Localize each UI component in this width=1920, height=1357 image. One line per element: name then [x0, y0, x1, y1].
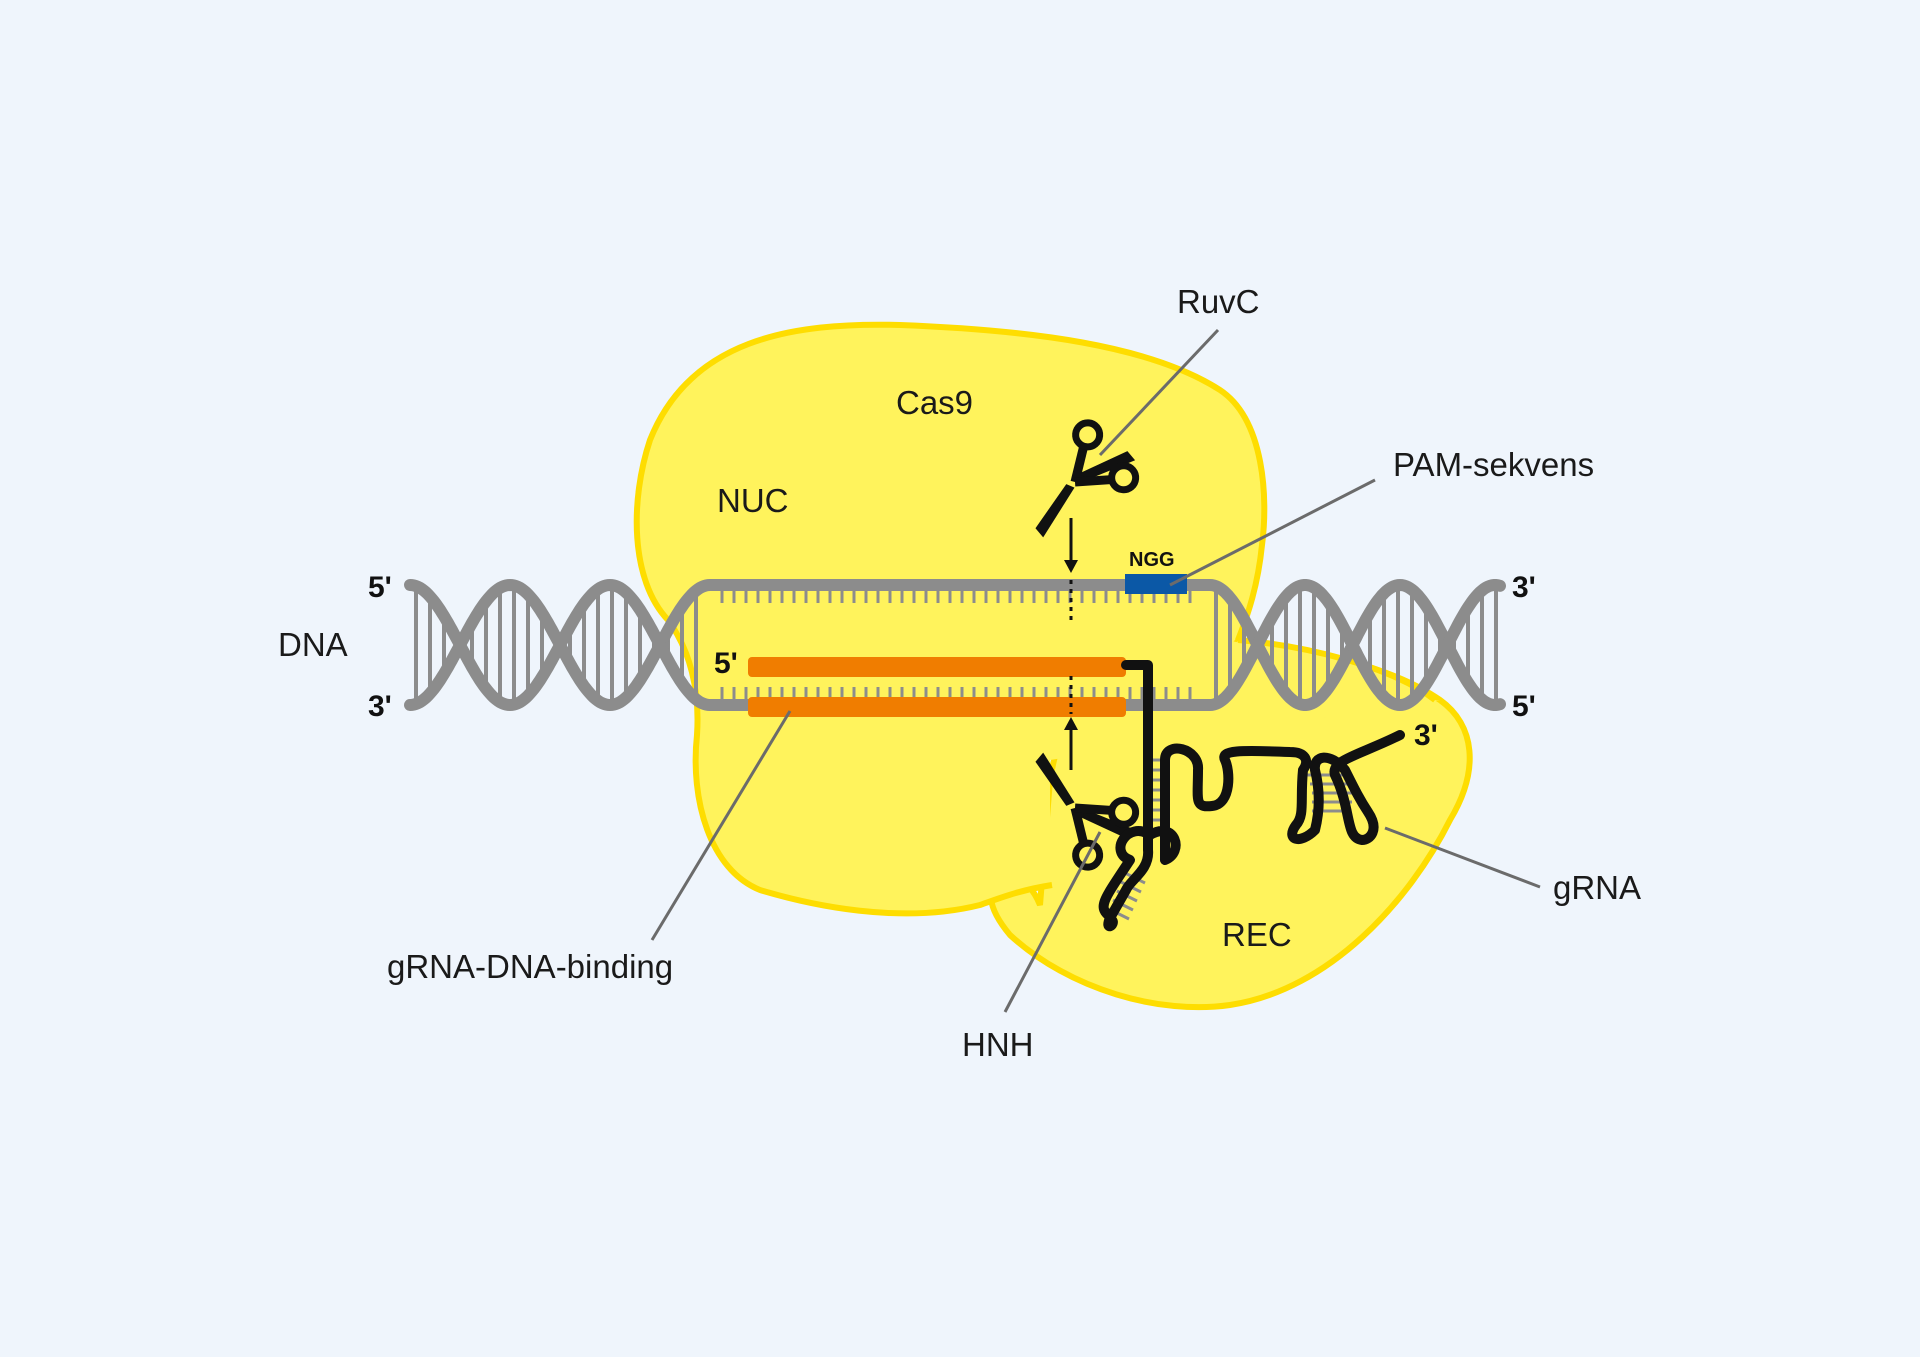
dna-bottom-left-end: 3' — [368, 690, 392, 723]
hnh-label: HNH — [962, 1026, 1034, 1063]
nuc-lobe — [636, 324, 1440, 914]
ruvc-scissors-icon — [1035, 419, 1140, 538]
pam-label: PAM-sekvens — [1393, 446, 1594, 483]
rec-label: REC — [1222, 916, 1292, 953]
hnh-scissors-icon — [1035, 752, 1140, 871]
grna-scaffold — [1098, 660, 1405, 932]
grna-label: gRNA — [1553, 869, 1641, 906]
pam-leader — [1169, 478, 1376, 587]
leader-lines — [650, 328, 1541, 1013]
grna-leader — [1384, 826, 1541, 889]
nuc-lobe-outline — [633, 321, 1268, 917]
ruvc-label: RuvC — [1177, 283, 1260, 320]
dna-strand-right-b — [1204, 579, 1506, 712]
grna-dna-binding-leader — [650, 710, 792, 941]
cas9-label: Cas9 — [896, 384, 973, 421]
labels: Cas9 NUC REC DNA RuvC HNH PAM-sekvens gR… — [278, 283, 1641, 1063]
hnh-arrowhead-icon — [1064, 717, 1078, 730]
grna-dna-binding — [748, 657, 1126, 717]
ruvc-leader — [1098, 328, 1220, 457]
dna-strand-left-b — [404, 578, 716, 712]
hnh-leader — [1003, 831, 1102, 1013]
grna-3-prime-end: 3' — [1414, 719, 1438, 752]
pam-sequence-label: NGG — [1129, 549, 1175, 571]
dna-top-right-end: 3' — [1512, 571, 1536, 604]
target-strand-bar — [748, 697, 1126, 717]
grna-dna-binding-label: gRNA-DNA-binding — [387, 948, 673, 985]
grna-spacer-bar — [748, 657, 1126, 677]
grna-5-prime-end: 5' — [714, 647, 738, 680]
pam-box — [1125, 574, 1187, 594]
cut-markers — [1064, 518, 1078, 770]
grna-backbone — [1098, 660, 1405, 932]
dna-bottom-right-end: 5' — [1512, 690, 1536, 723]
ruvc-arrowhead-icon — [1064, 560, 1078, 573]
nuc-label: NUC — [717, 482, 789, 519]
dna-top-left-end: 5' — [368, 571, 392, 604]
dna-label: DNA — [278, 626, 348, 663]
